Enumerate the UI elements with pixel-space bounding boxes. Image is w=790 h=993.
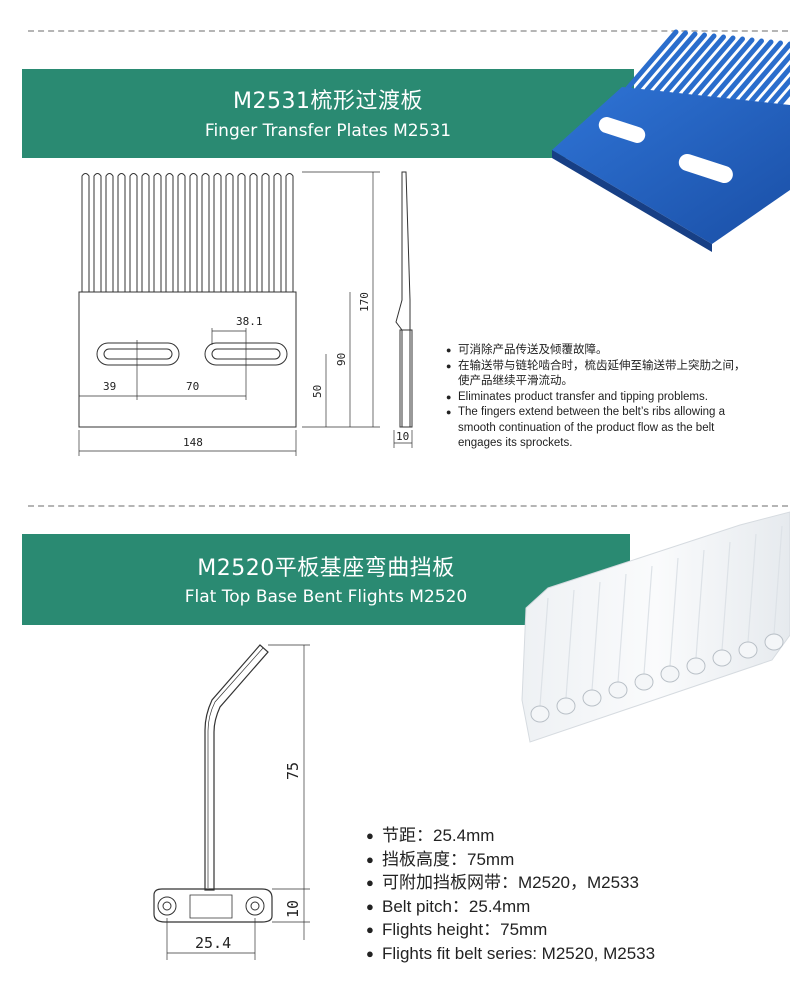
section1-title-cn: M2531梳形过渡板 [233, 89, 423, 114]
feature-cn-2-cont: 使产品继续平滑流动。 [458, 375, 573, 387]
photo-finger [673, 34, 726, 96]
drawing-finger [273, 173, 282, 292]
section1-banner: M2531梳形过渡板 Finger Transfer Plates M2531 [22, 69, 634, 158]
dim-90: 90 [335, 353, 348, 366]
feature-en-2-cont2: engages its sprockets. [458, 437, 573, 449]
flight-knuckle [738, 641, 758, 659]
section-divider [28, 505, 788, 507]
drawing-finger [165, 173, 174, 292]
dim-height: 170 [358, 292, 371, 312]
dim-slot-spacing: 38.1 [236, 315, 263, 328]
spec-pitch-cn: 节距：25.4mm [366, 824, 655, 848]
flight-knuckle [712, 649, 732, 667]
flight-rib [669, 557, 679, 667]
drawing-finger [225, 173, 234, 292]
drawing-finger [285, 173, 294, 292]
dim-flight-height: 75 [284, 762, 302, 780]
photo-finger [644, 31, 698, 93]
feature-en-2-cont: smooth continuation of the product flow … [458, 421, 715, 434]
flight-knuckle [634, 673, 654, 691]
photo-finger [730, 40, 783, 102]
drawing-finger [93, 173, 102, 292]
drawing-finger [189, 173, 198, 292]
section2-features: 节距：25.4mm 挡板高度：75mm 可附加挡板网带：M2520，M2533 … [366, 824, 655, 965]
drawing-finger [237, 173, 246, 292]
flight-knuckle [686, 657, 706, 675]
top-divider [28, 30, 788, 32]
photo-finger [777, 88, 790, 107]
flight-rib [747, 533, 757, 643]
feature-cn-2: 在输送带与链轮啮合时，梳齿延伸至输送带上突肋之间， [446, 359, 790, 375]
drawing-finger [261, 173, 270, 292]
section1-title-en: Finger Transfer Plates M2531 [204, 121, 452, 141]
dim-70: 70 [186, 380, 199, 393]
flight-knuckle [582, 689, 602, 707]
section2-title-cn: M2520平板基座弯曲挡板 [197, 556, 455, 581]
section2-title-en: Flat Top Base Bent Flights M2520 [184, 587, 468, 607]
spec-height-cn: 挡板高度：75mm [366, 848, 655, 872]
feature-en-1: Eliminates product transfer and tipping … [446, 390, 790, 406]
feature-en-2: The fingers extend between the belt’s ri… [446, 405, 790, 421]
photo-finger [711, 38, 764, 100]
photo-finger [625, 29, 679, 91]
dim-pitch: 25.4 [195, 934, 231, 952]
drawing-finger [129, 173, 138, 292]
photo-finger [654, 32, 707, 94]
drawing-finger [153, 173, 162, 292]
photo-finger [701, 37, 755, 99]
photo-finger [720, 39, 774, 101]
flight-knuckle [608, 681, 628, 699]
section1-features: 可消除产品传送及倾覆故障。 在输送带与链轮啮合时，梳齿延伸至输送带上突肋之间， … [446, 343, 790, 452]
dim-width: 148 [183, 436, 203, 449]
photo-finger [768, 76, 790, 106]
photo-finger [739, 41, 790, 103]
flight-rib [773, 525, 783, 635]
photo-finger [635, 30, 688, 92]
dim-base-height: 10 [284, 900, 302, 918]
dim-50: 50 [311, 385, 324, 398]
flight-knuckle [764, 633, 784, 651]
feature-cn-1: 可消除产品传送及倾覆故障。 [446, 343, 790, 359]
photo-finger [749, 52, 790, 104]
drawing-finger [105, 173, 114, 292]
photo-finger [663, 33, 717, 95]
spec-belts-en: Flights fit belt series: M2520, M2533 [366, 942, 655, 966]
flight-rib [695, 549, 705, 659]
drawing-finger [141, 173, 150, 292]
spec-belts-cn: 可附加挡板网带：M2520，M2533 [366, 871, 655, 895]
spec-height-en: Flights height：75mm [366, 918, 655, 942]
flight-knuckle [660, 665, 680, 683]
section2-banner: M2520平板基座弯曲挡板 Flat Top Base Bent Flights… [22, 534, 630, 625]
flight-knuckle [530, 705, 550, 723]
photo-finger [758, 64, 790, 105]
photo-finger [682, 35, 736, 97]
dim-thickness: 10 [396, 430, 409, 443]
photo-finger [692, 36, 745, 98]
drawing-finger [249, 173, 258, 292]
drawing-finger [81, 173, 90, 292]
spec-pitch-en: Belt pitch：25.4mm [366, 895, 655, 919]
drawing-finger [201, 173, 210, 292]
flight-rib [643, 565, 653, 675]
drawing-finger [177, 173, 186, 292]
flight-knuckle [556, 697, 576, 715]
flight-rib [721, 541, 731, 651]
drawing-finger [213, 173, 222, 292]
drawing-finger [117, 173, 126, 292]
dim-39: 39 [103, 380, 116, 393]
